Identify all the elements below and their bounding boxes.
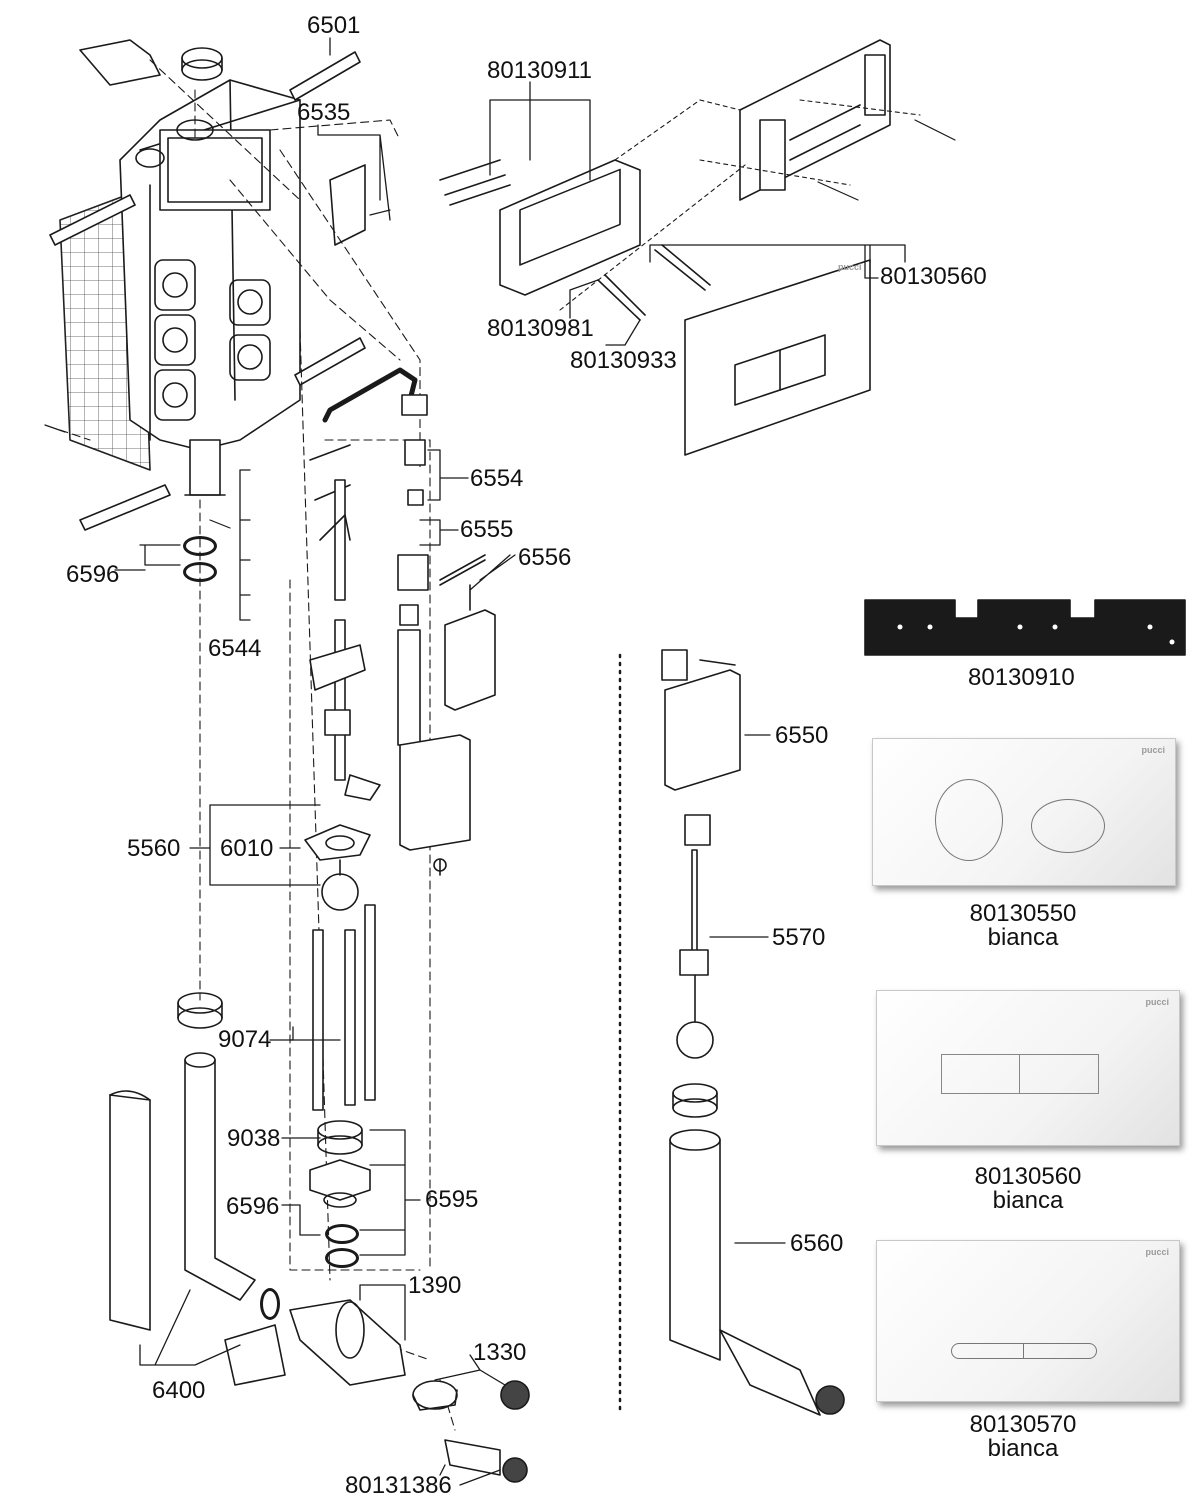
caption-80130550: 80130550 bianca xyxy=(923,902,1123,950)
flush-valve-6010 xyxy=(304,824,371,911)
label-6010: 6010 xyxy=(220,835,274,862)
valve-5570 xyxy=(676,814,714,1059)
label-80130910: 80130910 xyxy=(968,664,1075,691)
o-ring xyxy=(183,562,217,582)
o-ring xyxy=(260,1288,280,1320)
brand-mark: pucci xyxy=(1145,997,1169,1007)
pipe-6560 xyxy=(669,1083,845,1416)
o-ring xyxy=(325,1224,359,1244)
pipe-gasket-top xyxy=(177,992,223,1029)
cap-1330 xyxy=(412,1380,530,1411)
label-5560: 5560 xyxy=(127,835,181,862)
label-5570: 5570 xyxy=(772,924,826,951)
label-6554: 6554 xyxy=(470,465,524,492)
label-80130911: 80130911 xyxy=(487,57,592,84)
button-divider xyxy=(1023,1344,1024,1358)
connector-1390 xyxy=(289,1299,406,1386)
label-80131386: 80131386 xyxy=(345,1472,452,1499)
screws-80130981 xyxy=(597,244,711,321)
plate-code: 80130560 xyxy=(974,1163,1082,1190)
black-gasket-80130910 xyxy=(864,599,1186,656)
brand-mark: pucci xyxy=(1145,1247,1169,1257)
label-6501: 6501 xyxy=(307,12,361,39)
plate-code: 80130550 xyxy=(969,900,1077,927)
cistern-frame xyxy=(59,79,301,496)
label-6555: 6555 xyxy=(460,516,514,543)
plate-color: bianca xyxy=(992,1187,1064,1214)
refill-valve-column xyxy=(309,444,381,801)
label-9038: 9038 xyxy=(227,1125,281,1152)
brand-mark-top: pucci xyxy=(838,262,862,272)
o-ring xyxy=(325,1248,359,1268)
label-6596-bottom: 6596 xyxy=(226,1193,280,1220)
flexible-hose xyxy=(322,367,418,423)
label-9074: 9074 xyxy=(218,1026,272,1053)
label-80130981: 80130981 xyxy=(487,315,594,342)
label-6596-top: 6596 xyxy=(66,561,120,588)
mounting-brackets xyxy=(49,39,366,531)
oval-button-small xyxy=(1031,799,1105,853)
plate-color: bianca xyxy=(987,924,1059,951)
label-6535: 6535 xyxy=(297,99,351,126)
oval-button-large xyxy=(935,779,1003,861)
flush-plate-80130560: pucci xyxy=(876,990,1180,1146)
label-1390: 1390 xyxy=(408,1272,462,1299)
label-6595: 6595 xyxy=(425,1186,479,1213)
label-6400: 6400 xyxy=(152,1377,206,1404)
mounting-plate-80130911 xyxy=(439,159,641,296)
label-6556: 6556 xyxy=(518,544,572,571)
caption-80130570: 80130570 bianca xyxy=(923,1413,1123,1461)
button-divider xyxy=(1019,1055,1020,1093)
flush-plate-80130570: pucci xyxy=(876,1240,1180,1402)
valve-seat-6595 xyxy=(309,1120,371,1208)
brand-mark: pucci xyxy=(1141,745,1165,755)
top-mount-frame xyxy=(739,39,891,201)
label-6550: 6550 xyxy=(775,722,829,749)
valve-6550 xyxy=(661,649,741,791)
rods-9074 xyxy=(312,904,376,1111)
extension-80131386 xyxy=(444,1439,528,1483)
rect-button-pair xyxy=(941,1054,1099,1094)
caption-80130560: 80130560 bianca xyxy=(928,1165,1128,1213)
float-box xyxy=(399,609,496,876)
label-6544: 6544 xyxy=(208,635,262,662)
fill-valve-parts xyxy=(397,394,486,746)
flush-pipe-6400 xyxy=(109,1052,286,1386)
label-80130560-top: 80130560 xyxy=(880,263,987,290)
o-ring xyxy=(183,536,217,556)
plate-code: 80130570 xyxy=(969,1411,1077,1438)
label-6560: 6560 xyxy=(790,1230,844,1257)
label-1330: 1330 xyxy=(473,1339,527,1366)
plate-color: bianca xyxy=(987,1435,1059,1462)
slot-button-pair xyxy=(951,1343,1097,1359)
flush-plate-80130550: pucci xyxy=(872,738,1176,886)
flush-plate-80130560-top xyxy=(684,259,871,456)
label-80130933: 80130933 xyxy=(570,347,677,374)
